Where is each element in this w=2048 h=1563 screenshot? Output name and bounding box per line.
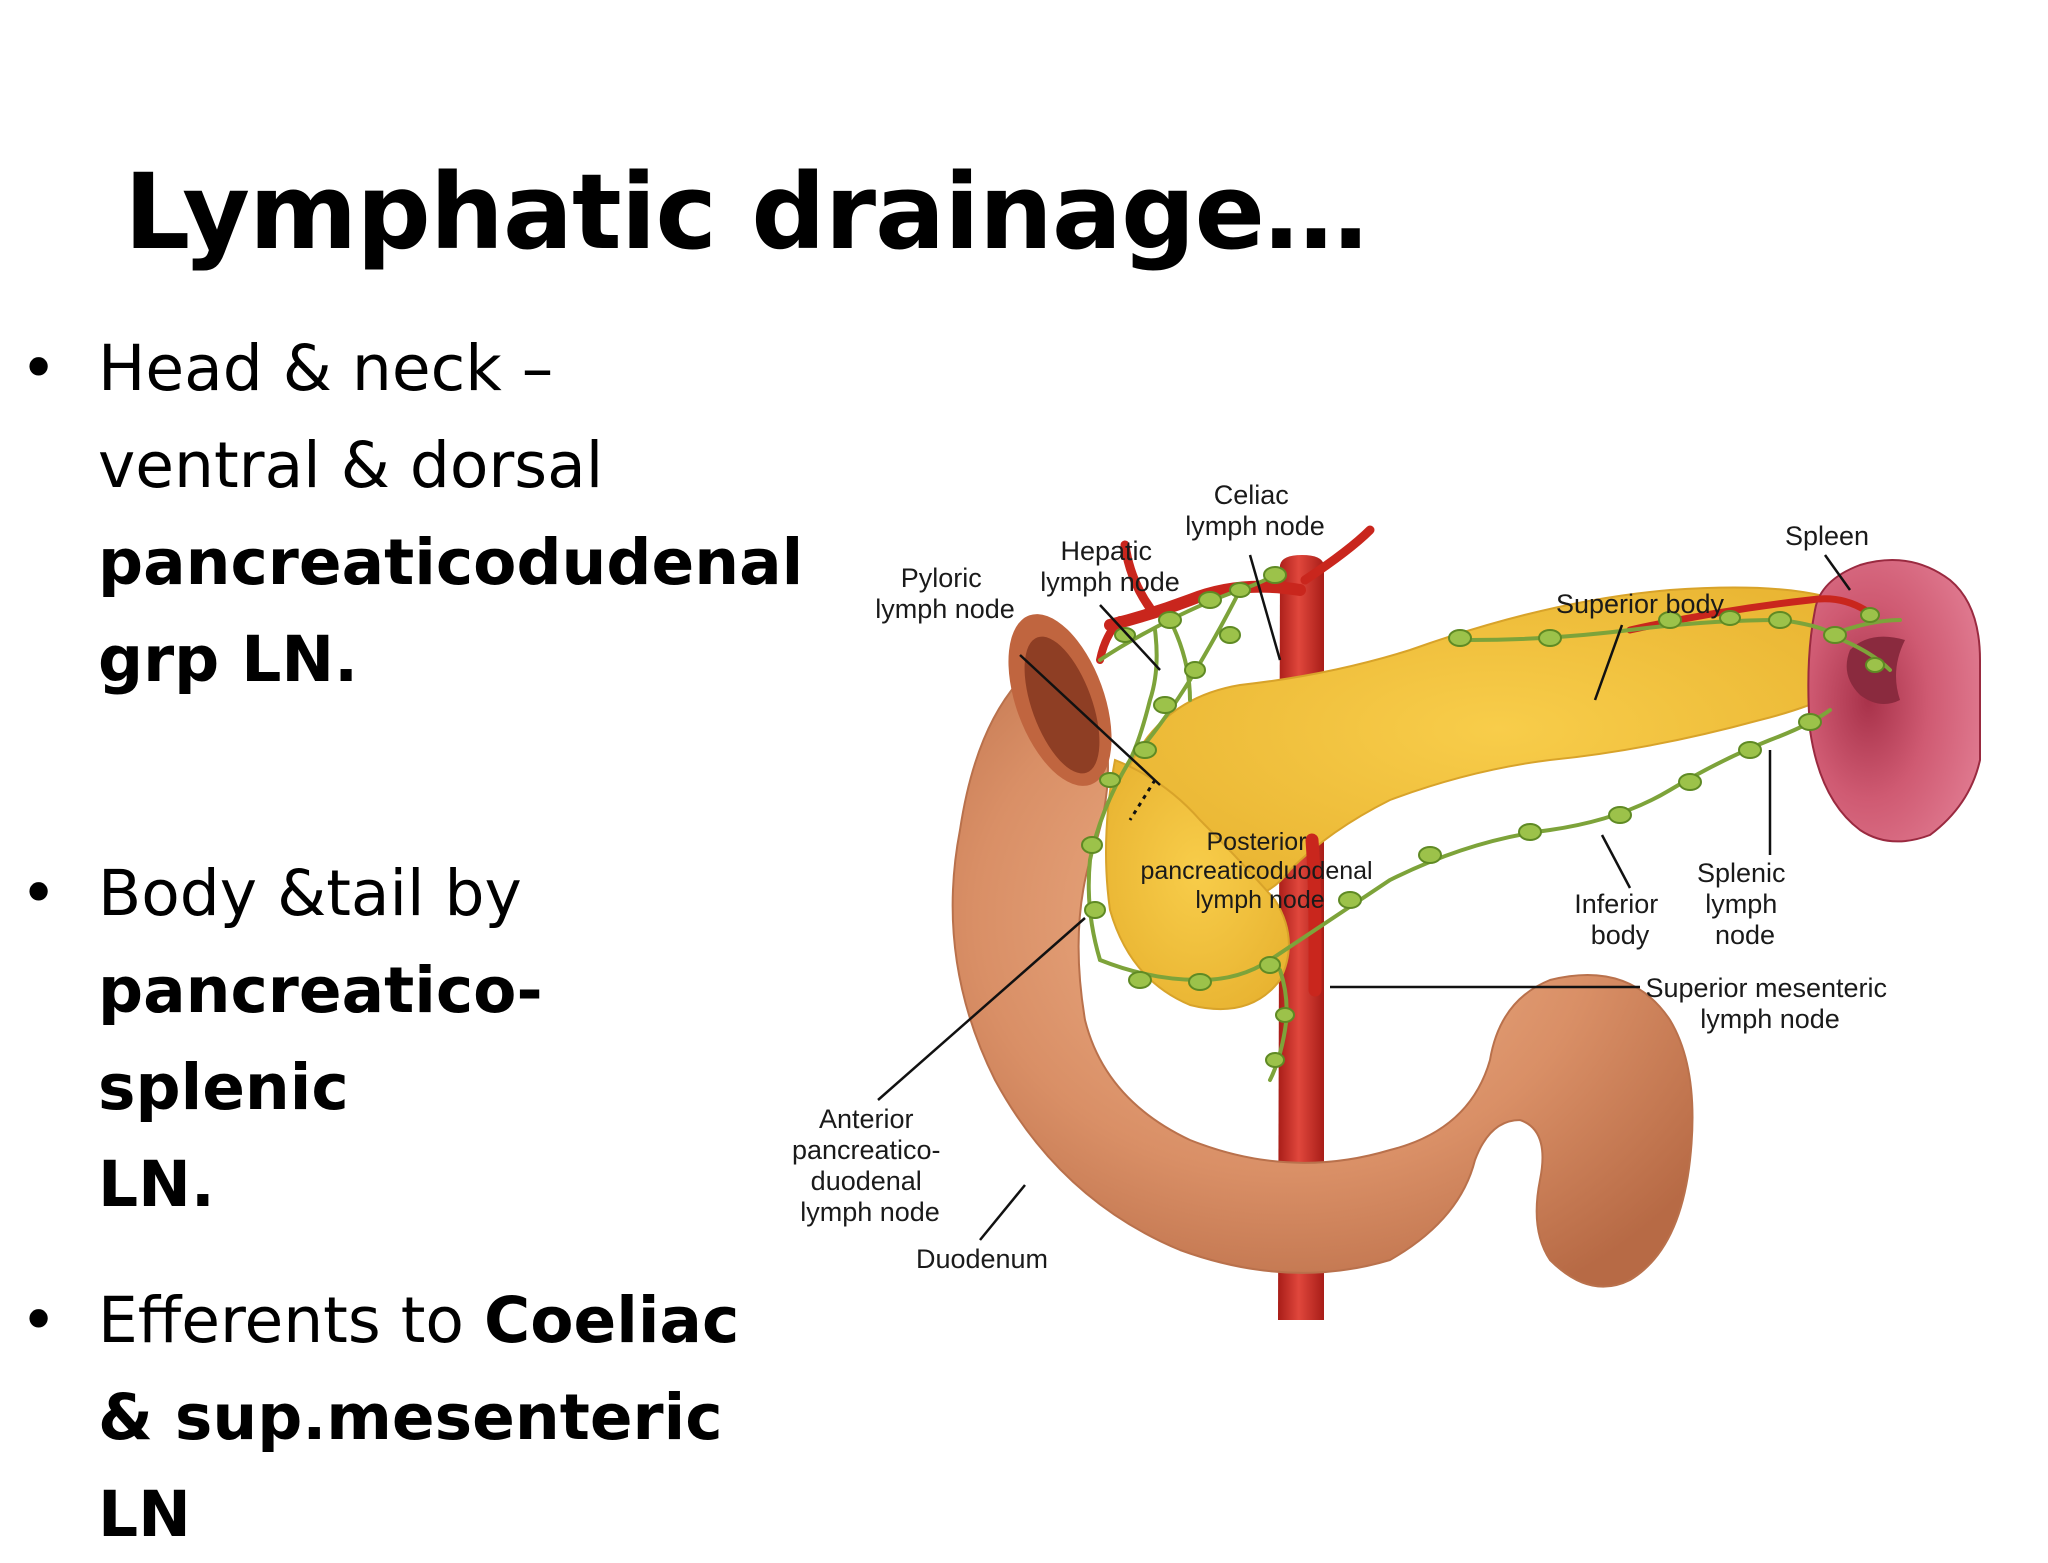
arteries	[1096, 525, 1869, 997]
leader-pyloric	[1019, 654, 1161, 786]
label-superior-mesenteric: Superior mesenteric lymph node	[1645, 973, 1894, 1034]
pancreas-head	[1105, 758, 1290, 1011]
label-inferior-body: Inferior body	[1574, 889, 1666, 950]
bullet-line: LN.	[98, 1148, 215, 1221]
label-duodenum: Duodenum	[916, 1244, 1048, 1274]
label-splenic: Splenic lymph node	[1697, 858, 1793, 950]
bullet-marker: •	[20, 332, 58, 405]
bullet-line: Efferents to Coeliac	[98, 1272, 788, 1369]
lymph-nodes	[1081, 566, 1885, 1068]
leader-celiac	[1248, 554, 1282, 661]
bullet-line: & sup.mesenteric	[98, 1381, 723, 1454]
leader-lines	[877, 554, 1852, 1241]
slide-title: Lymphatic drainage…	[124, 151, 1368, 273]
bullet-text: Body &tail by pancreatico-splenic LN.	[98, 845, 788, 1233]
leader-hepatic	[1099, 604, 1161, 671]
bullet-line: Head & neck –	[98, 332, 554, 405]
label-celiac: Celiac lymph node	[1185, 480, 1325, 541]
label-posterior: Posterior pancreaticoduodenal lymph node	[1140, 828, 1379, 914]
bullet-text: Head & neck – ventral & dorsal pancreati…	[98, 320, 804, 708]
label-pyloric: Pyloric lymph node	[875, 563, 1015, 624]
bullet-marker: •	[20, 1284, 58, 1357]
bullet-line: pancreatico-splenic	[98, 954, 543, 1124]
label-anterior: Anterior pancreatico- duodenal lymph nod…	[792, 1104, 948, 1227]
label-superior-body: Superior body	[1556, 589, 1725, 619]
bullet-line: Body &tail by	[98, 857, 522, 930]
bullet-line-bold: Coeliac	[484, 1284, 740, 1357]
duodenum-shape	[951, 614, 1694, 1288]
pancreas-lymphatic-diagram: Celiac lymph node Hepatic lymph node Pyl…	[792, 480, 1981, 1320]
bullet-line: LN	[98, 1478, 191, 1551]
bullet-line: grp LN.	[98, 623, 358, 696]
bullet-line-plain: Efferents to	[98, 1284, 484, 1357]
bullet-text: Efferents to Coeliac & sup.mesenteric LN	[98, 1272, 788, 1563]
bullet-marker: •	[20, 857, 58, 930]
leader-anterior	[877, 917, 1086, 1101]
leader-inferior-body	[1600, 834, 1632, 889]
label-spleen: Spleen	[1785, 521, 1869, 551]
posterior-dotted-line	[1128, 779, 1157, 821]
spleen-shape	[1807, 559, 1981, 843]
label-hepatic: Hepatic lymph node	[1040, 536, 1180, 597]
bullet-line: pancreaticodudenal	[98, 526, 804, 599]
leader-duodenum	[979, 1184, 1026, 1241]
leader-superior-body	[1593, 624, 1624, 701]
leader-spleen	[1823, 554, 1852, 591]
bullet-line: ventral & dorsal	[98, 429, 604, 502]
